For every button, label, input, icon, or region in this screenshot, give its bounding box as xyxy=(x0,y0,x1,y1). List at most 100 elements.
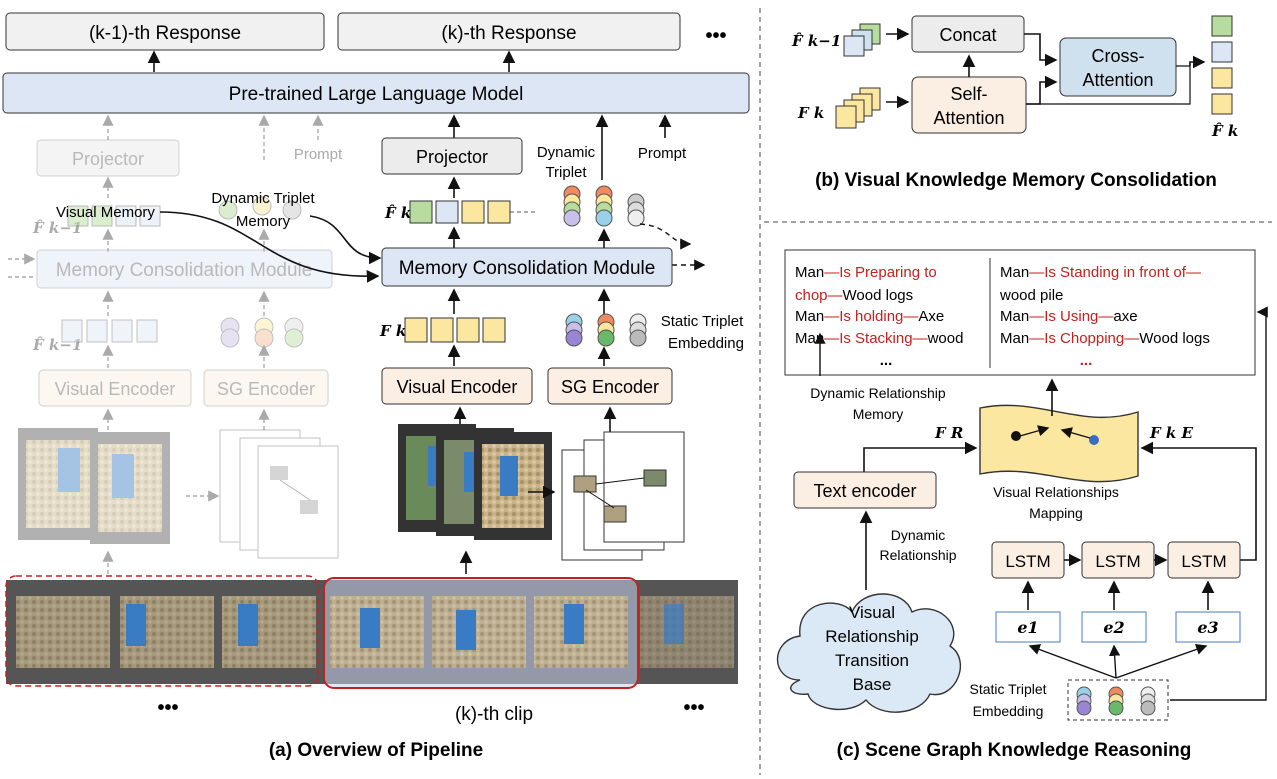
feature-prev-ghost-cubes xyxy=(61,319,158,343)
mapping-point-blue xyxy=(1089,435,1099,445)
b-feat-k: F k xyxy=(797,104,824,122)
lstm-3: LSTM xyxy=(1167,541,1241,579)
svg-text:Man—Is Preparing to: Man—Is Preparing to xyxy=(795,264,937,281)
static-triplet-label-2: Embedding xyxy=(668,335,744,352)
embedding-e1: e1 xyxy=(995,611,1061,643)
svg-text:LSTM: LSTM xyxy=(1095,552,1140,571)
static-triplet-label-1: Static Triplet xyxy=(661,313,744,330)
dynamic-triplet-cylinders xyxy=(563,185,645,227)
static-triplet-cylinders xyxy=(565,313,647,347)
dynamic-triplet-label-1: Dynamic xyxy=(537,144,596,161)
response-prev-box: (k-1)-th Response xyxy=(5,12,325,51)
dynamic-triplet-memory-label-line1: Dynamic Triplet xyxy=(211,190,315,207)
llm-box: Pre-trained Large Language Model xyxy=(2,72,750,114)
dynamic-relationship-label-1: Dynamic xyxy=(891,527,945,543)
response-k-label: (k)-th Response xyxy=(441,23,576,44)
memory-consolidation-label: Memory Consolidation Module xyxy=(399,258,656,279)
visual-encoder-ghost-box: Visual Encoder xyxy=(38,369,192,407)
svg-text:Man—Is Standing in front of—: Man—Is Standing in front of— xyxy=(1000,264,1201,281)
svg-text:...: ... xyxy=(880,352,893,369)
video-film-strip xyxy=(5,575,738,689)
memory-consolidation-ghost-box: Memory Consolidation Module xyxy=(36,249,333,289)
lstm-2: LSTM xyxy=(1081,541,1155,579)
visual-memory-label: Visual Memory xyxy=(56,204,155,221)
memory-left-list: Man—Is Preparing to chop—Wood logs Man—I… xyxy=(795,264,963,369)
memory-right-list: Man—Is Standing in front of— wood pile M… xyxy=(999,264,1210,369)
response-prev-label: (k-1)-th Response xyxy=(89,23,241,44)
visual-encoder-label: Visual Encoder xyxy=(397,377,518,397)
triplet-memory-arrow xyxy=(309,215,382,265)
caption-b: (b) Visual Knowledge Memory Consolidatio… xyxy=(815,170,1217,191)
relationship-memory-box xyxy=(784,249,1256,376)
sg-encoder-label: SG Encoder xyxy=(561,377,659,397)
svg-text:chop—Wood logs: chop—Wood logs xyxy=(795,287,913,304)
cloud-label-4: Base xyxy=(853,675,892,694)
self-attention-box: Self- Attention xyxy=(911,76,1027,134)
b-k-cubes xyxy=(835,87,881,129)
svg-text:...: ... xyxy=(1080,352,1093,369)
b-feat-hat-k: F̂ k xyxy=(1211,122,1238,140)
projector-box: Projector xyxy=(381,137,523,175)
mapping-point-dark xyxy=(1011,431,1021,441)
cloud-label-2: Relationship xyxy=(825,627,919,646)
transition-base-cloud xyxy=(776,593,961,713)
clip-label: (k)-th clip xyxy=(455,704,533,725)
cloud-label-3: Transition xyxy=(835,651,909,670)
b-feat-prev: F̂ k−1 xyxy=(791,32,841,50)
feat-hat-k-label: F̂ k xyxy=(384,204,411,222)
b-prev-cubes xyxy=(843,23,881,57)
mapping-label-1: Visual Relationships xyxy=(993,484,1119,500)
dynamic-relationship-label-2: Relationship xyxy=(879,547,956,563)
svg-text:Man—Is holding—Axe: Man—Is holding—Axe xyxy=(795,308,944,325)
dots-right: ••• xyxy=(683,697,704,719)
clip-film-frames xyxy=(398,424,552,540)
self-attention-label-1: Self- xyxy=(950,84,987,104)
self-attention-label-2: Attention xyxy=(933,108,1004,128)
llm-label: Pre-trained Large Language Model xyxy=(229,84,524,105)
dynamic-triplet-label-2: Triplet xyxy=(545,164,587,181)
concat-box: Concat xyxy=(911,15,1025,53)
svg-text:e2: e2 xyxy=(1103,618,1124,637)
sg-encoder-box: SG Encoder xyxy=(547,367,673,405)
b-output-cubes xyxy=(1211,15,1233,115)
svg-text:e1: e1 xyxy=(1017,618,1038,637)
mapping-label-2: Mapping xyxy=(1029,505,1083,521)
visual-encoder-box: Visual Encoder xyxy=(381,367,533,405)
embedding-e3: e3 xyxy=(1175,611,1241,643)
concat-label: Concat xyxy=(939,25,996,45)
previous-clip-highlight xyxy=(5,575,319,687)
text-encoder-box: Text encoder xyxy=(793,471,937,509)
svg-text:LSTM: LSTM xyxy=(1181,552,1226,571)
dynamic-triplet-memory-ghost xyxy=(218,196,302,220)
triplet-ghost-cylinders xyxy=(220,317,304,348)
mapping-sheet xyxy=(979,404,1139,483)
svg-text:Memory Consolidation Module: Memory Consolidation Module xyxy=(56,260,313,281)
projector-label: Projector xyxy=(416,147,488,167)
svg-text:SG Encoder: SG Encoder xyxy=(217,379,315,399)
cloud-label-1: Visual xyxy=(849,603,895,622)
embedding-e2: e2 xyxy=(1081,611,1147,643)
response-k-box: (k)-th Response xyxy=(337,12,681,51)
static-triplet-label-c1: Static Triplet xyxy=(969,681,1046,697)
svg-text:wood pile: wood pile xyxy=(999,287,1063,304)
memory-consolidation-box: Memory Consolidation Module xyxy=(381,247,673,287)
feature-k-cubes xyxy=(404,317,506,343)
responses-more-dots: ••• xyxy=(705,25,726,47)
static-triplet-label-c2: Embedding xyxy=(973,703,1044,719)
feat-k-label: F k xyxy=(379,322,406,340)
prompt-label: Prompt xyxy=(638,145,687,162)
text-encoder-label: Text encoder xyxy=(813,481,916,501)
f-e-label: F k E xyxy=(1149,424,1193,442)
dynamic-memory-label-2: Memory xyxy=(853,406,904,422)
svg-text:F̂ k−1: F̂ k−1 xyxy=(32,336,82,354)
visual-memory-cubes xyxy=(409,200,538,224)
dynamic-triplet-memory-label-line2: Memory xyxy=(236,213,291,230)
visual-memory-ghost-cubes xyxy=(67,205,161,227)
f-r-label: F R xyxy=(934,424,963,442)
prompt-ghost-label: Prompt xyxy=(294,146,343,163)
dynamic-memory-label-1: Dynamic Relationship xyxy=(810,385,946,401)
svg-text:Man—Is Using—axe: Man—Is Using—axe xyxy=(1000,308,1138,325)
ghost-scene-graph-frames xyxy=(219,429,339,559)
dots-left: ••• xyxy=(157,697,178,719)
